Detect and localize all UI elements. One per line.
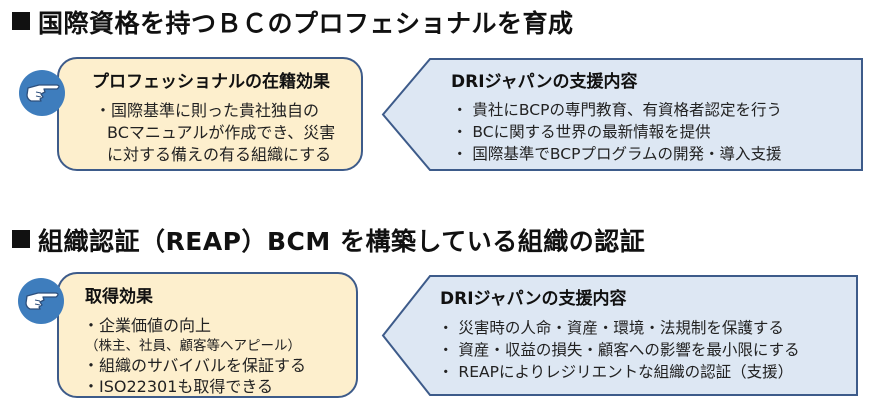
- benefit-box-professional: プロフェッショナルの在籍効果 ・国際基準に則った貴社独自の BCマニュアルが作成…: [57, 57, 363, 171]
- benefit-line: ・組織のサバイバルを保証する: [83, 356, 307, 375]
- benefit-line: ・国際基準に則った貴社独自の: [95, 101, 320, 120]
- benefit-line: ・ISO22301も取得できる: [83, 377, 274, 396]
- section-title-professional: 国際資格を持つＢＣのプロフェショナルを育成: [12, 4, 574, 40]
- support-line: ・ 貴社にBCPの専門教育、有資格者認定を行う: [452, 101, 782, 119]
- benefit-box-certification: 取得効果 ・企業価値の向上 （株主、社員、顧客等へアピール） ・組織のサバイバル…: [57, 272, 358, 398]
- benefit-line: BCマニュアルが作成でき、災害: [107, 123, 336, 142]
- support-arrow-professional: [381, 58, 863, 171]
- support-line: ・ 資産・収益の損失・顧客への影響を最小限にする: [438, 341, 800, 359]
- arrow-polygon: [381, 275, 858, 396]
- section-title-certification: 組織認証（REAP）BCM を構築している組織の認証: [12, 222, 645, 258]
- support-line: ・ REAPによりレジリエントな組織の認証（支援）: [438, 363, 794, 381]
- support-heading: DRIジャパンの支援内容: [440, 289, 627, 309]
- support-line: ・ 国際基準でBCPプログラムの開発・導入支援: [452, 145, 782, 163]
- section-title-text: 組織認証（REAP）BCM を構築している組織の認証: [38, 227, 646, 256]
- section-title-text: 国際資格を持つＢＣのプロフェショナルを育成: [38, 9, 574, 38]
- benefit-heading: プロフェッショナルの在籍効果: [92, 72, 330, 92]
- benefit-line: ・企業価値の向上: [83, 316, 212, 335]
- pointing-hand-icon: [19, 70, 65, 116]
- support-arrow-certification: [381, 275, 858, 396]
- support-line: ・ BCに関する世界の最新情報を提供: [452, 123, 711, 141]
- square-bullet-icon: [12, 12, 30, 30]
- benefit-line: （株主、社員、顧客等へアピール）: [85, 338, 301, 354]
- support-line: ・ 災害時の人命・資産・環境・法規制を保護する: [438, 319, 784, 337]
- arrow-polygon: [381, 58, 863, 171]
- benefit-heading: 取得効果: [85, 287, 153, 307]
- square-bullet-icon: [12, 230, 30, 248]
- benefit-line: に対する備えの有る組織にする: [107, 145, 332, 164]
- pointing-hand-icon: [18, 278, 64, 324]
- support-heading: DRIジャパンの支援内容: [451, 72, 638, 92]
